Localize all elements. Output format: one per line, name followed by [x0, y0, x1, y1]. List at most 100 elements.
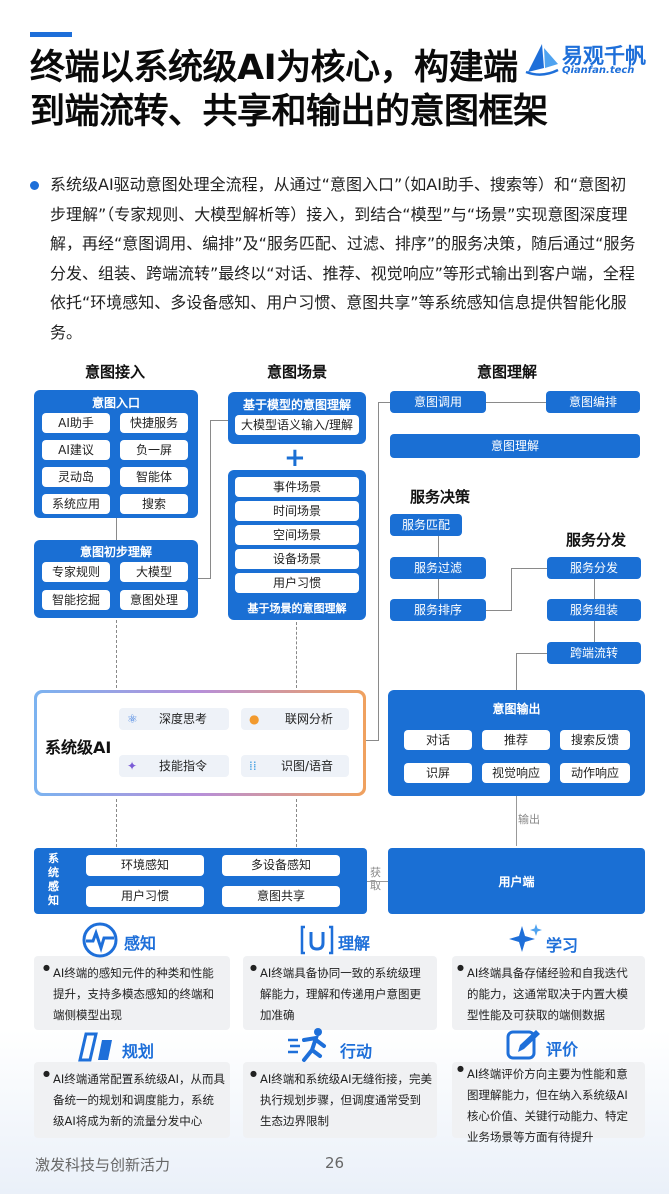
- output-arrow-line: [516, 796, 517, 846]
- model-title: 基于模型的意图理解: [242, 398, 351, 412]
- logo-en: Qianfan.tech: [562, 65, 635, 76]
- u-bracket-icon: [300, 925, 334, 955]
- pen-icon: [506, 1030, 540, 1060]
- prelim-chip: 智能挖掘: [42, 590, 110, 610]
- system-ai-chip: ● 联网分析: [241, 708, 349, 730]
- connector-line: [438, 579, 439, 599]
- card-bullet: ●: [457, 1064, 464, 1073]
- waveform-icon: ⁞⁞: [249, 759, 257, 773]
- connector-line: [516, 653, 547, 654]
- connector-line: [438, 536, 439, 557]
- scene-chip: 事件场景: [235, 477, 359, 497]
- card-text: AI终端通常配置系统级AI，从而具备统一的规划和调度能力，系统级AI将成为新的流…: [53, 1072, 226, 1128]
- card-text: AI终端具备存储经验和自我迭代的能力，这通常取决于内置大模型性能及可获取的端侧数…: [467, 966, 628, 1022]
- intent-prelim-panel: 意图初步理解 专家规则 大模型 智能挖掘 意图处理: [34, 540, 198, 618]
- sparkle-icon: [509, 924, 542, 952]
- decision-box: 服务排序: [390, 599, 486, 621]
- output-title: 意图输出: [492, 702, 541, 716]
- brand-logo: 易观千帆 Qianfan.tech: [522, 40, 652, 80]
- card-text: AI终端的感知元件的种类和性能提升，支持多模态感知的终端和端侧模型出现: [53, 966, 214, 1022]
- client-panel: 用户端: [388, 848, 645, 914]
- client-label: 用户端: [498, 875, 535, 889]
- scene-chip: 时间场景: [235, 501, 359, 521]
- system-ai-chip: ⚛ 深度思考: [119, 708, 229, 730]
- perception-chip: 多设备感知: [222, 855, 340, 876]
- card-bullet: ●: [250, 1069, 257, 1078]
- card-bullet: ●: [457, 963, 464, 972]
- blocks-icon: [78, 1032, 112, 1062]
- plus-sign: +: [284, 443, 306, 473]
- dashed-connector: [296, 799, 297, 847]
- card-title: 学习: [546, 936, 579, 955]
- column-header-access: 意图接入: [84, 363, 145, 381]
- scene-panel: 事件场景 时间场景 空间场景 设备场景 用户习惯 基于场景的意图理解: [228, 470, 366, 620]
- connector-line: [116, 518, 117, 540]
- dashed-connector: [116, 620, 117, 688]
- card-title: 行动: [340, 1042, 373, 1061]
- atom-icon: ⚛: [127, 712, 138, 726]
- model-panel: 基于模型的意图理解 大模型语义输入/理解: [228, 392, 366, 444]
- scene-chip: 用户习惯: [235, 573, 359, 593]
- capability-card-perception: [34, 956, 230, 1030]
- decision-box: 服务过滤: [390, 557, 486, 579]
- sparkle-icon: ✦: [127, 759, 138, 773]
- card-text: AI终端和系统级AI无缝衔接，完美执行规划步骤，但调度通常受到生态边界限制: [260, 1072, 433, 1128]
- connector-line: [210, 420, 228, 421]
- connector-line: [198, 578, 210, 579]
- capability-card-learn: [452, 956, 645, 1030]
- entry-chip: AI建议: [42, 440, 110, 460]
- output-arrow-label: 输出: [518, 813, 540, 826]
- page-title: 终端以系统级AI为核心，构建端到端流转、共享和输出的意图框架: [30, 48, 548, 132]
- footer-slogan: 激发科技与创新活力: [35, 1156, 171, 1174]
- perception-chip: 用户习惯: [86, 886, 204, 907]
- logo-cn: 易观千帆: [562, 44, 646, 68]
- intent-output-panel: 意图输出 对话 推荐 搜索反馈 识屏 视觉响应 动作响应: [388, 690, 645, 796]
- connector-line: [594, 579, 595, 599]
- capability-card-understand: [243, 956, 437, 1030]
- system-ai-chip: ⁞⁞ 识图/语音: [241, 755, 349, 777]
- entry-chip: 灵动岛: [42, 467, 110, 487]
- connector-line: [486, 610, 511, 611]
- intent-understand-box: 意图理解: [390, 434, 640, 458]
- fetch-arrow: [367, 881, 388, 882]
- card-text: AI终端评价方向主要为性能和意图理解能力，但在纳入系统级AI核心价值、关键行动能…: [467, 1067, 628, 1144]
- output-chip: 推荐: [482, 730, 550, 750]
- intro-paragraph: 系统级AI驱动意图处理全流程，从通过“意图入口”（如AI助手、搜索等）和“意图初…: [50, 175, 636, 342]
- capability-card-act: [243, 1062, 437, 1138]
- connector-line: [378, 402, 379, 741]
- sail-logo-icon: [525, 44, 559, 76]
- entry-chip: AI助手: [42, 413, 110, 433]
- intent-orch-box: 意图编排: [546, 391, 640, 413]
- connector-line: [210, 420, 211, 579]
- connector-line: [378, 402, 390, 403]
- pulse-icon: [82, 922, 118, 958]
- output-chip: 识屏: [404, 763, 472, 783]
- card-bullet: ●: [250, 963, 257, 972]
- fetch-label: 获取: [370, 866, 381, 892]
- dispatch-box: 服务组装: [547, 599, 641, 621]
- perception-chip: 环境感知: [86, 855, 204, 876]
- intent-call-box: 意图调用: [390, 391, 486, 413]
- globe-icon: ●: [249, 712, 260, 726]
- card-bullet: ●: [43, 963, 50, 972]
- intent-entry-panel: 意图入口 AI助手 快捷服务 AI建议 负一屏 灵动岛 智能体 系统应用 搜索: [34, 390, 198, 518]
- decision-box: 服务匹配: [390, 514, 462, 536]
- dispatch-box: 跨端流转: [547, 642, 641, 664]
- model-chip: 大模型语义输入/理解: [235, 415, 359, 435]
- dispatch-title: 服务分发: [566, 531, 627, 549]
- capability-card-plan: [34, 1062, 230, 1138]
- column-header-understand: 意图理解: [476, 363, 537, 381]
- output-chip: 对话: [404, 730, 472, 750]
- system-ai-panel: 系统级AI ⚛ 深度思考 ● 联网分析 ✦ 技能指令 ⁞⁞ 识图/语音: [34, 690, 366, 796]
- output-chip: 动作响应: [560, 763, 630, 783]
- entry-chip: 搜索: [120, 494, 188, 514]
- card-title: 规划: [122, 1042, 155, 1061]
- card-title: 评价: [546, 1040, 579, 1059]
- card-title: 感知: [124, 934, 157, 953]
- entry-chip: 快捷服务: [120, 413, 188, 433]
- scene-chip: 设备场景: [235, 549, 359, 569]
- system-ai-label: 系统级AI: [45, 738, 112, 757]
- card-bullet: ●: [43, 1069, 50, 1078]
- connector-line: [511, 568, 547, 569]
- intent-prelim-title: 意图初步理解: [79, 545, 152, 559]
